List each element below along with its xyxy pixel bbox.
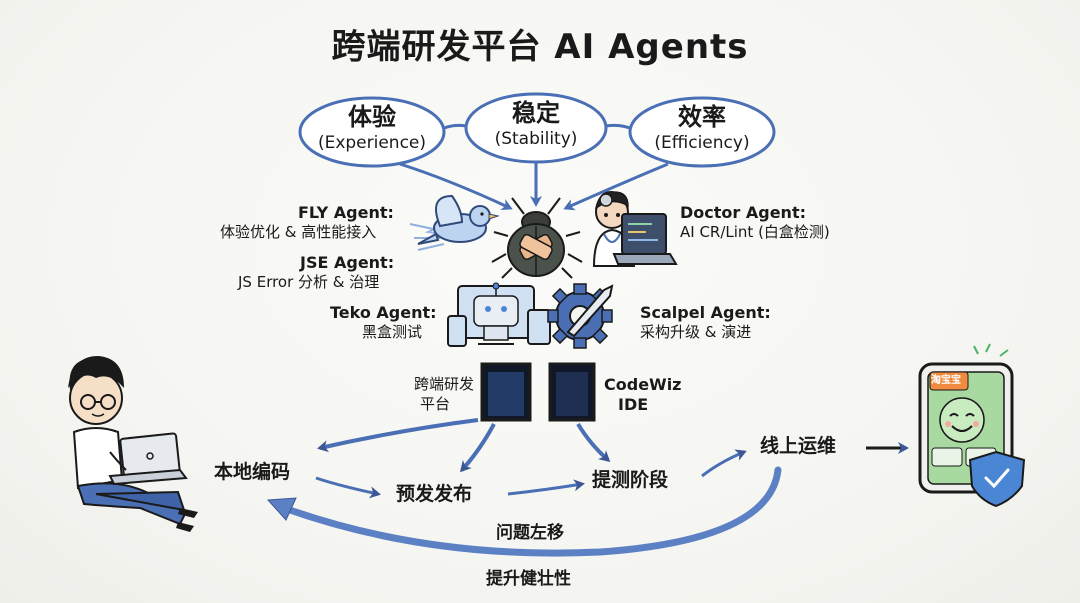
teko-agent-name: Teko Agent: [330,303,437,322]
feedback-loop-arrow [266,466,782,557]
stage-local-coding: 本地编码 [214,461,291,483]
pillar-ovals [298,92,776,168]
pillar-efficiency-sublabel: (Efficiency) [654,133,750,153]
loop-shift-left-label: 问题左移 [496,523,564,543]
gear-scalpel-icon [547,283,614,349]
doctor-agent-desc: AI CR/Lint (白盒检测) [680,223,830,241]
bird-icon [409,194,500,251]
bug-icon [491,197,583,279]
jse-agent-name: JSE Agent: [300,253,395,272]
scalpel-agent-desc: 采构升级 & 演进 [640,323,752,341]
pillar-oval-efficiency [628,96,776,168]
loop-robustness-label: 提升健壮性 [486,569,571,589]
doctor-icon [592,191,678,267]
robot-devices-icon [447,282,551,347]
fly-agent-name: FLY Agent: [298,203,394,222]
pillar-arrows [399,162,669,211]
pillar-oval-experience [298,96,446,168]
portal-arrows [317,418,611,473]
portal-left-label-line1: 跨端研发 [413,375,474,393]
fly-agent-desc: 体验优化 & 高性能接入 [220,223,377,241]
portal-right-label-line2: IDE [618,395,649,414]
pillar-stability-label: 稳定 [512,99,560,127]
scalpel-agent-name: Scalpel Agent: [640,303,771,322]
phone-app-badge: 淘宝宝 [931,375,961,386]
developer-icon [68,356,198,532]
pillar-efficiency-label: 效率 [678,103,726,131]
teko-agent-desc: 黑盒测试 [362,323,423,341]
portal-right-label-line1: CodeWiz [604,375,682,394]
pillar-stability-sublabel: (Stability) [494,129,578,149]
stage-pre-release: 预发发布 [396,483,473,505]
pillar-experience-sublabel: (Experience) [317,133,427,153]
phone-icon [918,343,1026,508]
jse-agent-desc: JS Error 分析 & 治理 [238,273,380,291]
portal-left-label-line2: 平台 [419,395,450,413]
portal-doors [480,362,596,422]
stage-online-ops: 线上运维 [760,435,837,457]
stage-testing: 提测阶段 [592,469,669,491]
stage-flow-arrows [315,442,909,499]
page-title: 跨端研发平台 AI Agents [331,27,749,67]
doctor-agent-name: Doctor Agent: [680,203,806,222]
pillar-experience-label: 体验 [348,103,396,131]
